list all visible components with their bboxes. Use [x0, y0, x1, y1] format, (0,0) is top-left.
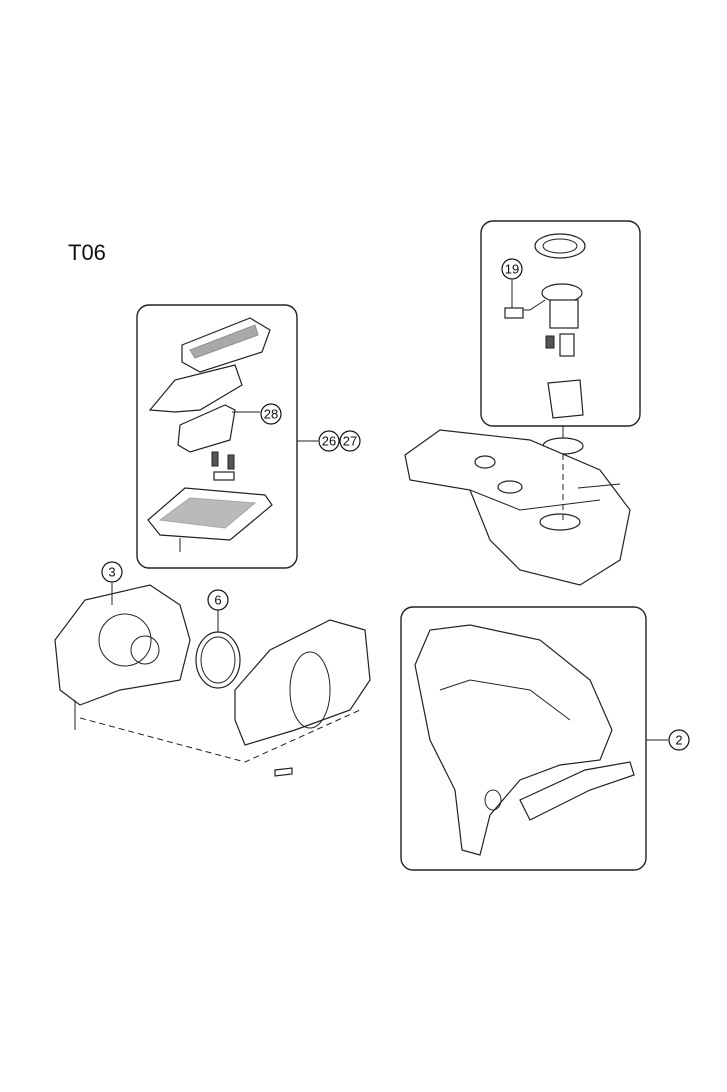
instrument-cluster-drawing [54, 583, 371, 777]
trim-panel-group-frame [400, 606, 647, 871]
callout-27[interactable]: 27 [339, 430, 361, 452]
callout-label: 2 [675, 733, 682, 748]
trim-panel-drawing [414, 624, 668, 856]
console-group-frame [136, 304, 298, 569]
console-parts-drawing [147, 317, 318, 552]
fuel-pump-drawing [404, 233, 631, 586]
callout-6[interactable]: 6 [207, 589, 229, 611]
callout-label: 6 [214, 593, 221, 608]
callout-label: 19 [505, 262, 519, 277]
callout-26[interactable]: 26 [318, 430, 340, 452]
callout-28[interactable]: 28 [260, 403, 282, 425]
callout-3[interactable]: 3 [101, 561, 123, 583]
callout-19[interactable]: 19 [501, 258, 523, 280]
callout-label: 28 [264, 407, 278, 422]
callout-label: 26 [322, 434, 336, 449]
fuel-pump-group-frame [480, 220, 641, 427]
diagram-code: T06 [68, 240, 106, 265]
callout-2[interactable]: 2 [668, 729, 690, 751]
callout-label: 27 [343, 434, 357, 449]
callout-label: 3 [108, 565, 115, 580]
